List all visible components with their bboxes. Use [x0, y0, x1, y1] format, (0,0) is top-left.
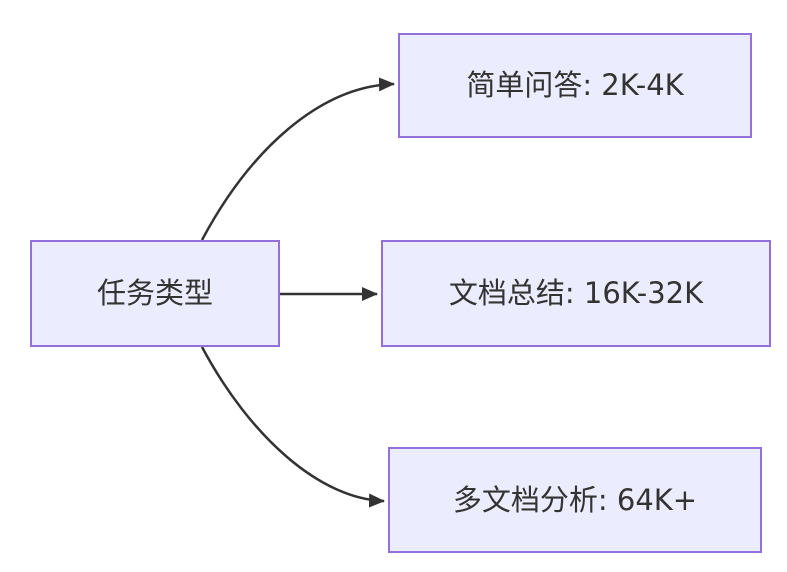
node-multi-doc-analysis-label: 多文档分析: 64K+	[452, 482, 698, 517]
node-task-type: 任务类型	[30, 240, 280, 347]
node-simple-qa: 简单问答: 2K-4K	[398, 33, 752, 138]
node-doc-summary-label: 文档总结: 16K-32K	[448, 276, 704, 311]
node-simple-qa-label: 简单问答: 2K-4K	[466, 68, 684, 103]
edge-task-type-to-multi-doc	[200, 346, 385, 508]
edge-task-type-to-simple-qa	[200, 77, 395, 241]
node-task-type-label: 任务类型	[96, 276, 213, 311]
node-doc-summary: 文档总结: 16K-32K	[381, 240, 771, 347]
node-multi-doc-analysis: 多文档分析: 64K+	[388, 447, 762, 553]
